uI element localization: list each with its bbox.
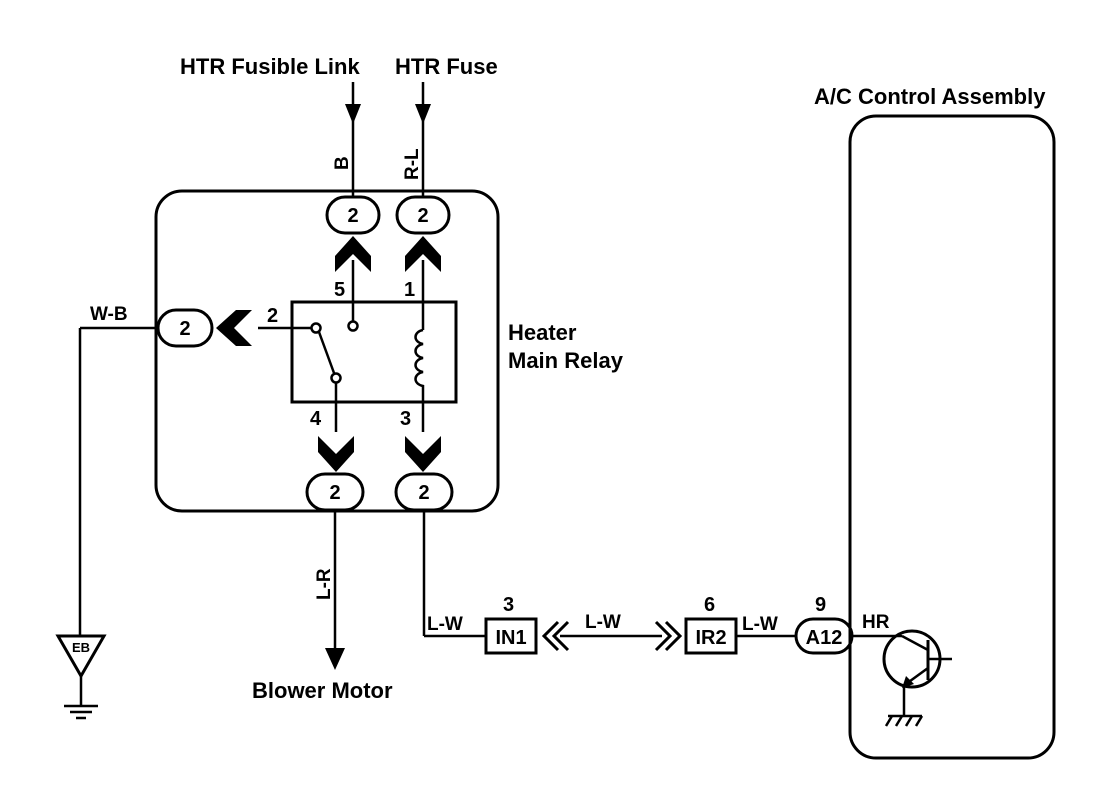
wire-l-w-label-1: L-W — [427, 614, 463, 635]
chevron-left — [216, 310, 252, 346]
connector-top-left: 2 — [325, 195, 381, 235]
wire-l-w-label-3: L-W — [742, 614, 778, 635]
chevron-ir2-side — [654, 620, 683, 652]
ac-control-assembly-label: A/C Control Assembly — [814, 84, 1046, 109]
connector-bottom-left: 2 — [305, 472, 365, 512]
relay-coil — [414, 328, 425, 392]
heater-label-line1: Heater — [508, 320, 577, 345]
connector-top-right: 2 — [395, 195, 451, 235]
connector-ir2-label: IR2 — [695, 627, 726, 649]
wire-w-b-label: W-B — [90, 304, 128, 325]
wire-b-label: B — [332, 156, 353, 170]
pin-2: 2 — [267, 305, 278, 327]
relay-switch-arm — [317, 331, 336, 374]
hr-terminal-label: HR — [862, 612, 890, 633]
connector-bottom-left-num: 2 — [329, 482, 340, 504]
htr-fusible-link-label: HTR Fusible Link — [180, 54, 360, 79]
a12-pin: 9 — [815, 594, 826, 616]
chevron-bottom-right — [405, 436, 441, 472]
in1-pin: 3 — [503, 594, 514, 616]
chevron-top-left — [335, 236, 371, 272]
transistor-icon — [882, 629, 952, 716]
connector-top-left-num: 2 — [347, 205, 358, 227]
ground-eb-label: EB — [72, 640, 90, 655]
fuse-input-arrow — [415, 82, 431, 196]
ac-ground-icon — [884, 714, 924, 727]
connector-left: 2 — [156, 308, 214, 348]
connector-bottom-right: 2 — [394, 472, 454, 512]
pin-1: 1 — [404, 279, 415, 301]
blower-motor-label: Blower Motor — [252, 678, 393, 703]
chevron-bottom-left — [318, 436, 354, 472]
pin-3: 3 — [400, 408, 411, 430]
ir2-pin: 6 — [704, 594, 715, 616]
ground-eb: EB — [55, 634, 107, 720]
fusible-link-input-arrow — [345, 82, 361, 196]
relay-body — [290, 300, 458, 404]
connector-left-num: 2 — [179, 318, 190, 340]
connector-ir2: IR2 — [684, 617, 738, 655]
chevron-in1-side — [541, 620, 570, 652]
pin-5: 5 — [334, 279, 345, 301]
pin-4: 4 — [310, 408, 322, 430]
connector-a12: A12 — [794, 617, 854, 655]
connector-a12-label: A12 — [806, 627, 843, 649]
ac-control-assembly-box — [848, 114, 1056, 760]
connector-bottom-right-num: 2 — [418, 482, 429, 504]
heater-label-line2: Main Relay — [508, 348, 624, 373]
wire-l-r-label: L-R — [314, 568, 335, 600]
htr-fuse-label: HTR Fuse — [395, 54, 498, 79]
connector-in1: IN1 — [484, 617, 538, 655]
chevron-top-right — [405, 236, 441, 272]
wire-l-w-label-2: L-W — [585, 612, 621, 633]
connector-in1-label: IN1 — [495, 627, 526, 649]
blower-motor-arrow — [325, 648, 345, 670]
connector-top-right-num: 2 — [417, 205, 428, 227]
wire-r-l-label: R-L — [402, 148, 423, 180]
